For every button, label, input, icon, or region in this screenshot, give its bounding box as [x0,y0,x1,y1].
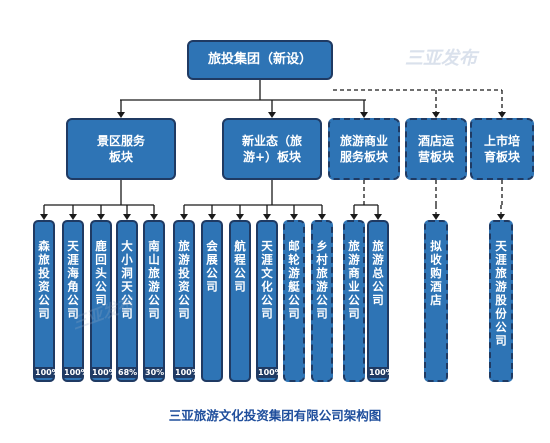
company-node: 鹿回头公司 100% [90,220,117,382]
company-name: 天涯旅游股份公司 [494,240,508,348]
company-node: 天涯海角公司 100% [62,220,89,382]
arrow-head [350,214,358,220]
company-name: 南山旅游公司 [147,240,161,321]
company-node: 乡村旅游公司 [311,220,333,382]
segment-node: 新业态（旅 游+）板块 [222,118,322,180]
company-node: 天涯旅游股份公司 [489,220,513,382]
arrow-head [150,214,158,220]
company-node: 会展公司 [201,220,223,382]
company-node: 航程公司 [229,220,251,382]
segment-node: 旅游商业 服务板块 [328,118,400,180]
arrow-head [498,112,506,118]
ownership-percent: 100% [64,367,89,378]
ownership-percent: 68% [118,367,138,378]
company-node: 旅游商业公司 [343,220,365,382]
arrow-head [374,214,382,220]
arrow-head [318,214,326,220]
company-node: 大小洞天公司 68% [116,220,138,382]
arrow-head [123,214,131,220]
arrow-head [290,214,298,220]
company-node: 森旅投资公司 100% [33,220,60,382]
arrow-head [432,214,440,220]
arrow-head [69,214,77,220]
arrow-head [263,214,271,220]
company-node: 邮轮游艇公司 [283,220,305,382]
company-name: 拟收购酒店 [429,240,443,308]
ownership-percent: 100% [175,367,200,378]
arrow-head [208,214,216,220]
arrow-head [497,214,505,220]
arrow-head [40,214,48,220]
company-name: 会展公司 [205,240,219,294]
company-name: 大小洞天公司 [120,240,134,321]
arrow-head [360,112,368,118]
company-node: 拟收购酒店 [424,220,448,382]
arrow-head [432,112,440,118]
arrow-head [97,214,105,220]
company-node: 南山旅游公司 30% [143,220,165,382]
segment-node: 酒店运 营板块 [405,118,467,180]
ownership-percent: 30% [145,367,165,378]
watermark-logo: 三亚发布 [405,48,477,69]
company-node: 天涯文化公司 100% [256,220,283,382]
segment-node: 上市培 育板块 [470,118,534,180]
ownership-percent: 100% [258,367,283,378]
company-name: 旅游投资公司 [177,240,191,321]
company-name: 森旅投资公司 [37,240,51,321]
ownership-percent: 100% [35,367,60,378]
ownership-percent: 100% [369,367,394,378]
segment-node: 景区服务 板块 [66,118,176,180]
root-node: 旅投集团（新设） [187,40,333,80]
company-node: 旅游总公司 100% [367,220,394,382]
company-name: 邮轮游艇公司 [287,240,301,321]
company-name: 天涯文化公司 [260,240,274,321]
arrow-head [236,214,244,220]
company-name: 鹿回头公司 [94,240,108,308]
company-name: 旅游商业公司 [347,240,361,321]
company-node: 旅游投资公司 100% [173,220,200,382]
chart-caption: 三亚旅游文化投资集团有限公司架构图 [168,408,382,423]
company-name: 旅游总公司 [371,240,385,308]
arrow-head [180,214,188,220]
company-name: 乡村旅游公司 [315,240,329,321]
arrow-head [117,112,125,118]
ownership-percent: 100% [92,367,117,378]
company-name: 航程公司 [233,240,247,294]
arrow-head [268,112,276,118]
company-name: 天涯海角公司 [66,240,80,321]
